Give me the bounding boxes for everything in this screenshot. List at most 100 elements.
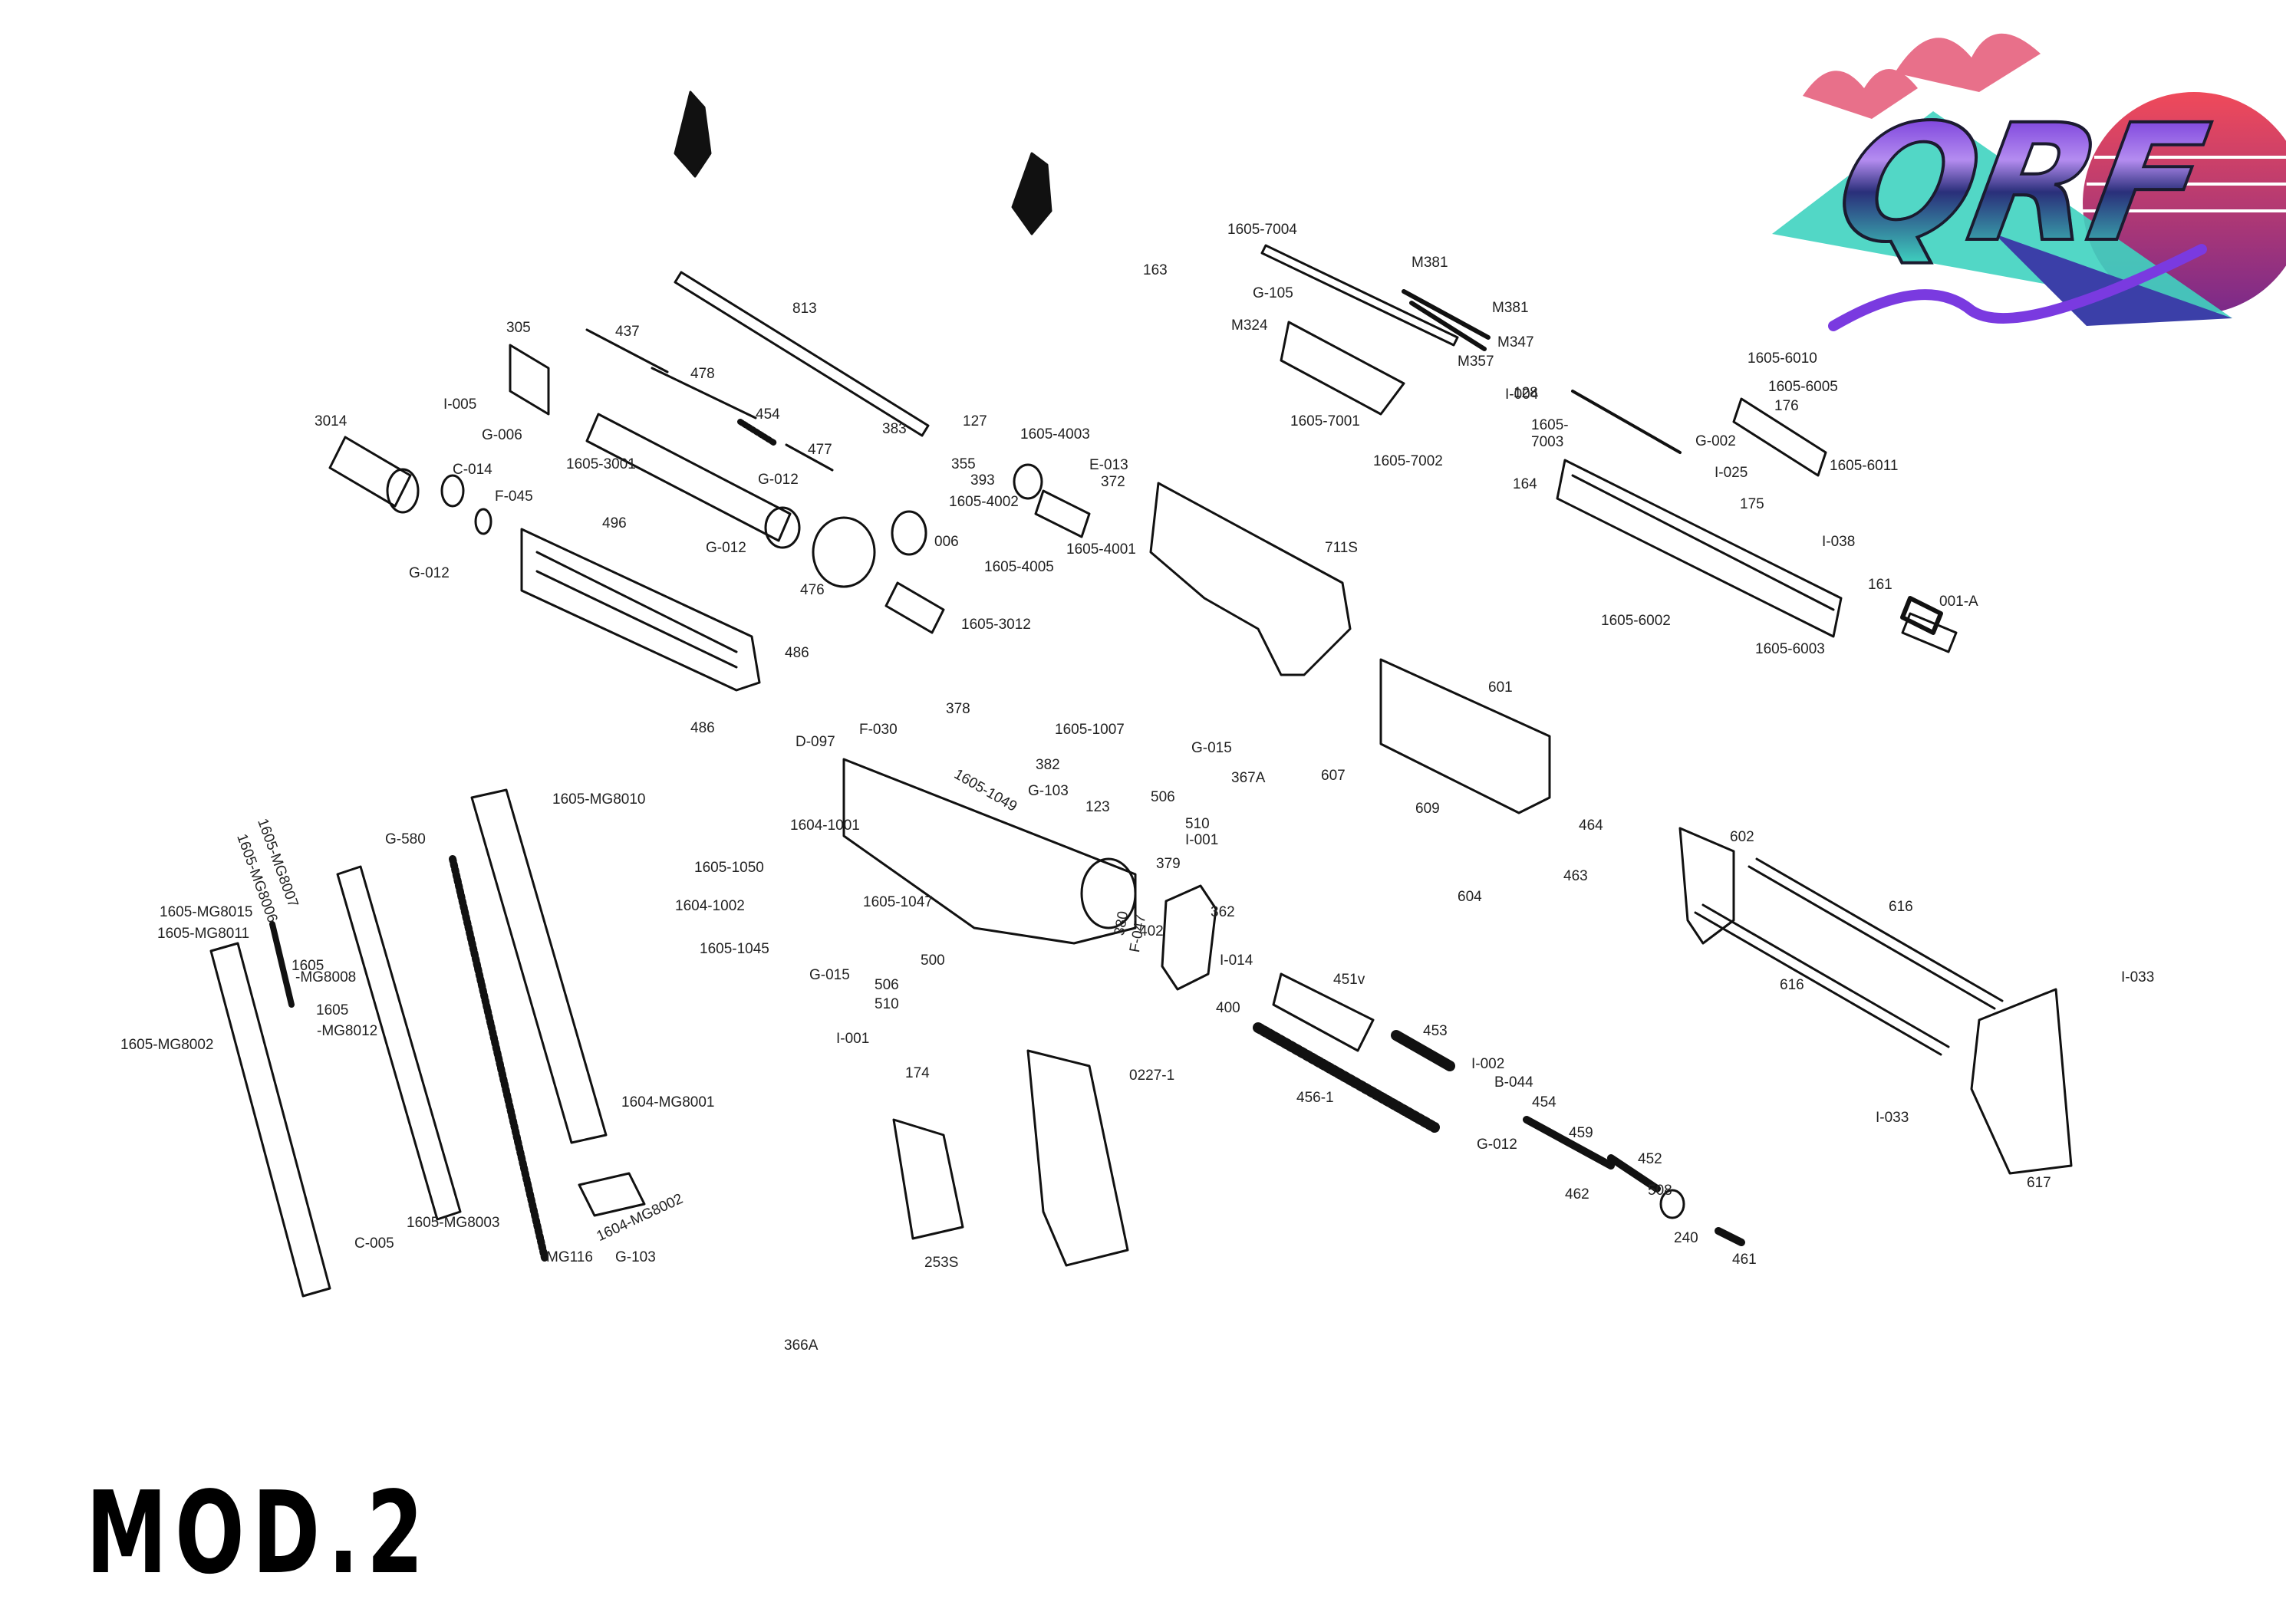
part-label: 1605-6010 xyxy=(1748,350,1817,367)
part-label: F-045 xyxy=(495,489,533,505)
part-label: G-580 xyxy=(385,831,426,847)
part-label: 1605-4002 xyxy=(949,494,1019,510)
part-label: 1604-MG8001 xyxy=(621,1094,715,1110)
part-label: 478 xyxy=(690,366,715,382)
part-label: 366A xyxy=(784,1337,819,1354)
handguard-part xyxy=(520,528,761,692)
part-label: 1605 xyxy=(316,1002,349,1018)
part-label: 402 xyxy=(1139,923,1164,939)
part-label: 486 xyxy=(690,720,715,736)
part-label: 253S xyxy=(924,1255,959,1271)
part-label: 1605-1050 xyxy=(694,860,764,876)
part-label: G-002 xyxy=(1695,433,1736,449)
part-label: I-004 xyxy=(1505,387,1539,403)
part-label: 1605-3001 xyxy=(566,456,636,472)
part-label: 123 xyxy=(1085,799,1110,815)
part-label: 454 xyxy=(756,406,780,423)
part-label: I-001 xyxy=(1185,832,1219,848)
part-label: 1605-1047 xyxy=(863,894,933,910)
stock-rod-part xyxy=(1694,857,2004,1056)
part-label: 496 xyxy=(602,515,627,531)
piston-part xyxy=(1272,972,1375,1052)
part-label: 380 xyxy=(1112,910,1132,937)
part-label: -MG8012 xyxy=(317,1023,378,1039)
part-label: 1605 xyxy=(292,958,324,974)
part-label: 616 xyxy=(1780,977,1804,993)
part-label: 452 xyxy=(1638,1151,1662,1167)
dust-cover-part xyxy=(1732,397,1827,477)
part-label: 001-A xyxy=(1939,594,1978,610)
swoosh-icon xyxy=(1828,244,2207,331)
part-label: B-044 xyxy=(1494,1074,1533,1091)
palm-tree-icon xyxy=(1803,33,2041,119)
stock-adapter-part xyxy=(1678,827,1735,945)
buffer-tube-part xyxy=(1379,658,1551,814)
part-label: 500 xyxy=(921,952,945,969)
part-label: 1605-MG8011 xyxy=(157,926,250,942)
part-label: 1605-7001 xyxy=(1290,413,1360,429)
part-label: 1605-MG8003 xyxy=(407,1215,500,1231)
part-label: 1605-7002 xyxy=(1373,453,1443,469)
upper-receiver-part xyxy=(1556,459,1843,638)
magazine-body-part xyxy=(470,788,608,1144)
part-label: -MG8008 xyxy=(295,969,357,985)
part-label: 240 xyxy=(1674,1230,1698,1246)
ring-part xyxy=(474,508,492,535)
part-label: 1605-1045 xyxy=(700,941,769,957)
part-label: 506 xyxy=(875,977,899,993)
part-label: M324 xyxy=(1231,317,1268,334)
part-label: 453 xyxy=(1423,1023,1448,1039)
part-label: 393 xyxy=(970,472,995,489)
part-label: 1605-6005 xyxy=(1768,379,1838,395)
part-label: 1605-3012 xyxy=(961,617,1031,633)
stock-butt-part xyxy=(1970,988,2073,1175)
part-label: 400 xyxy=(1216,1000,1240,1016)
part-label: 437 xyxy=(615,324,640,340)
magazine-inner-part xyxy=(336,865,462,1221)
part-label: 367A xyxy=(1231,770,1266,786)
part-label: I-033 xyxy=(1876,1110,1909,1126)
part-label: C-005 xyxy=(354,1235,394,1252)
part-label: 163 xyxy=(1143,262,1168,278)
part-label: 463 xyxy=(1563,868,1588,884)
part-label: E-013 xyxy=(1089,457,1128,473)
part-label: M357 xyxy=(1458,354,1494,370)
part-label: 1605-6003 xyxy=(1755,641,1825,657)
part-label: 1605-MG8015 xyxy=(160,904,253,920)
part-label: 1605-MG8010 xyxy=(552,791,646,808)
part-label: 459 xyxy=(1569,1125,1593,1141)
part-label: 1605-6002 xyxy=(1601,613,1671,629)
outer-barrel-part xyxy=(585,413,792,542)
part-label: 378 xyxy=(946,701,970,717)
part-label: 379 xyxy=(1156,856,1181,872)
triangle-icon xyxy=(1772,111,2232,318)
part-label: 383 xyxy=(882,421,907,437)
part-label: 0227-1 xyxy=(1129,1068,1175,1084)
part-label: 128 xyxy=(1514,385,1538,401)
front-sight-part xyxy=(674,90,1052,235)
part-label: M381 xyxy=(1412,255,1448,271)
part-label: 476 xyxy=(800,582,825,598)
part-label: 7003 xyxy=(1531,434,1564,450)
model-title: MOD.2 xyxy=(86,1467,432,1599)
part-label: G-012 xyxy=(758,472,799,488)
part-label: 461 xyxy=(1732,1252,1757,1268)
main-spring-part xyxy=(1253,1022,1440,1133)
part-label: I-033 xyxy=(2121,969,2155,985)
part-label: 355 xyxy=(951,456,976,472)
barrel-nut-part xyxy=(812,516,876,588)
part-label: 305 xyxy=(506,320,531,336)
lower-receiver-part xyxy=(842,758,1137,945)
part-label: I-001 xyxy=(836,1031,870,1047)
part-label: 175 xyxy=(1740,496,1764,512)
part-label: 362 xyxy=(1211,904,1235,920)
part-label: 607 xyxy=(1321,768,1346,784)
part-label: MG116 xyxy=(546,1249,593,1265)
part-label: 601 xyxy=(1488,679,1513,696)
part-label: 382 xyxy=(1036,757,1060,773)
part-label: 602 xyxy=(1730,829,1754,845)
part-label: 617 xyxy=(2027,1175,2051,1191)
part-label: 454 xyxy=(1532,1094,1556,1110)
part-label: 1605-4005 xyxy=(984,559,1054,575)
